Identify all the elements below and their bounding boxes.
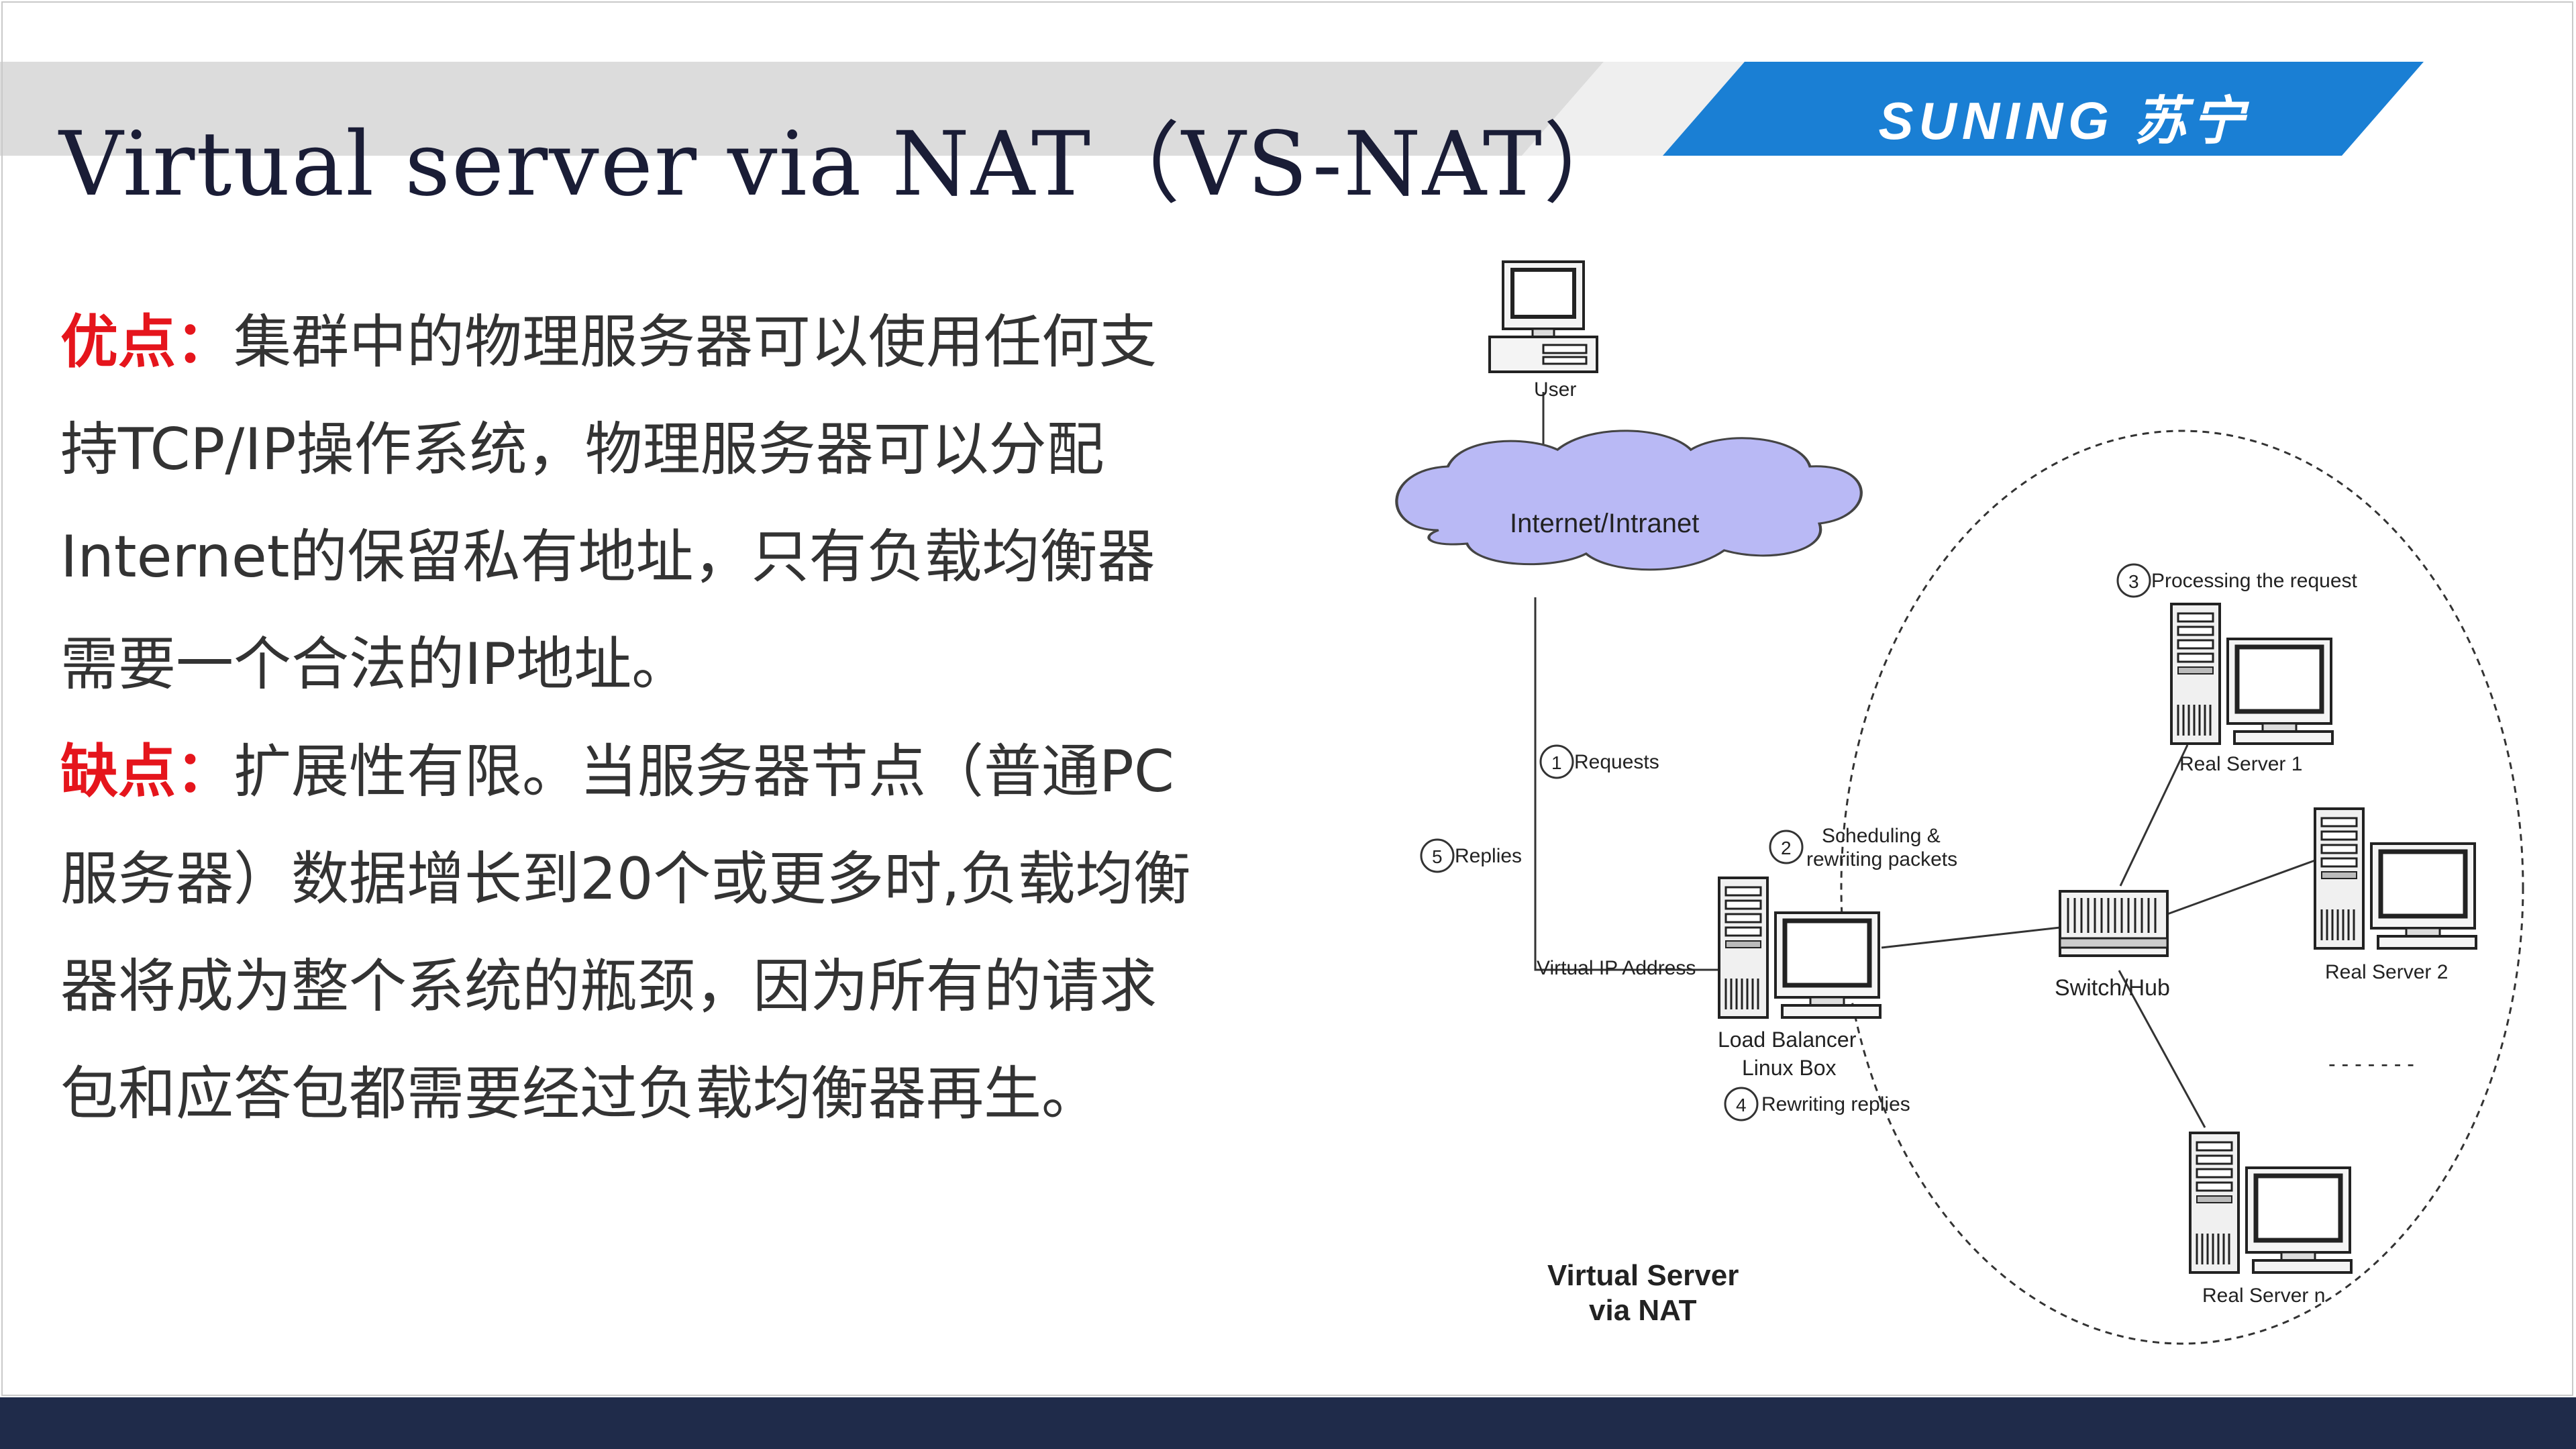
more-servers-ellipsis: - - - - - - - — [2328, 1052, 2414, 1076]
step-4-number: 4 — [1736, 1095, 1747, 1115]
switch-label: Switch/Hub — [2055, 975, 2170, 1001]
step-5-number: 5 — [1432, 846, 1443, 867]
real-server-1-label: Real Server 1 — [2179, 753, 2302, 775]
virtual-ip-label: Virtual IP Address — [1537, 957, 1696, 979]
virtual-server-label-line1: Virtual Server — [1547, 1259, 1739, 1292]
internet-cloud-icon — [1395, 430, 1863, 571]
load-balancer-label-line1: Load Balancer — [1718, 1028, 1857, 1052]
step-2-badge — [1769, 830, 1804, 864]
pros-label: 优点： — [60, 309, 234, 376]
suning-logo: SUNING 苏宁 — [1878, 91, 2250, 150]
real-server-n-icon — [2190, 1133, 2351, 1272]
user-label: User — [1534, 379, 1576, 401]
cons-label: 缺点： — [60, 738, 234, 805]
step-1-number: 1 — [1551, 752, 1562, 773]
switch-hub-icon — [2059, 890, 2169, 957]
footer-bar — [0, 1397, 2576, 1449]
banner-blue-band — [1663, 62, 2424, 156]
step-1-badge — [1539, 744, 1574, 779]
requests-label: Requests — [1574, 751, 1659, 773]
banner-light-band — [1522, 62, 1758, 156]
scheduling-label-line1: Scheduling & — [1822, 825, 1941, 847]
pros-paragraph: 优点：集群中的物理服务器可以使用任何支持TCP/IP操作系统，物理服务器可以分配… — [60, 289, 1194, 718]
step-4-badge — [1724, 1087, 1759, 1121]
rewriting-label: Rewriting replies — [1761, 1093, 1910, 1115]
title-banner — [0, 62, 2424, 156]
pros-text: 集群中的物理服务器可以使用任何支持TCP/IP操作系统，物理服务器可以分配Int… — [60, 309, 1157, 698]
banner-grey-band — [0, 62, 1604, 156]
vs-nat-diagram: User Internet/Intranet 1 Requests 5 Repl… — [1395, 242, 2524, 1345]
content-text: 优点：集群中的物理服务器可以使用任何支持TCP/IP操作系统，物理服务器可以分配… — [60, 289, 1194, 1148]
load-balancer-server-icon — [1719, 878, 1880, 1017]
connection-lines — [1534, 392, 2316, 1128]
real-server-1-icon — [2171, 604, 2332, 744]
real-server-2-icon — [2315, 809, 2476, 948]
cloud-label: Internet/Intranet — [1510, 509, 1699, 538]
virtual-server-label-line2: via NAT — [1589, 1294, 1697, 1327]
step-2-number: 2 — [1781, 838, 1792, 858]
cons-paragraph: 缺点：扩展性有限。当服务器节点（普通PC服务器）数据增长到20个或更多时,负载均… — [60, 718, 1194, 1148]
replies-label: Replies — [1455, 845, 1522, 867]
real-server-2-label: Real Server 2 — [2325, 961, 2448, 983]
load-balancer-label-line2: Linux Box — [1742, 1056, 1837, 1080]
user-computer-icon — [1490, 262, 1597, 372]
page-title: Virtual server via NAT（VS-NAT） — [59, 113, 1633, 216]
step-5-badge — [1420, 838, 1455, 873]
step-3-badge — [2116, 563, 2151, 598]
scheduling-label-line2: rewriting packets — [1806, 848, 1957, 870]
virtual-server-boundary — [1840, 430, 2524, 1345]
cons-text: 扩展性有限。当服务器节点（普通PC服务器）数据增长到20个或更多时,负载均衡器将… — [60, 738, 1191, 1128]
real-server-n-label: Real Server n — [2202, 1285, 2325, 1307]
processing-label: Processing the request — [2151, 570, 2358, 592]
step-3-number: 3 — [2128, 571, 2139, 592]
